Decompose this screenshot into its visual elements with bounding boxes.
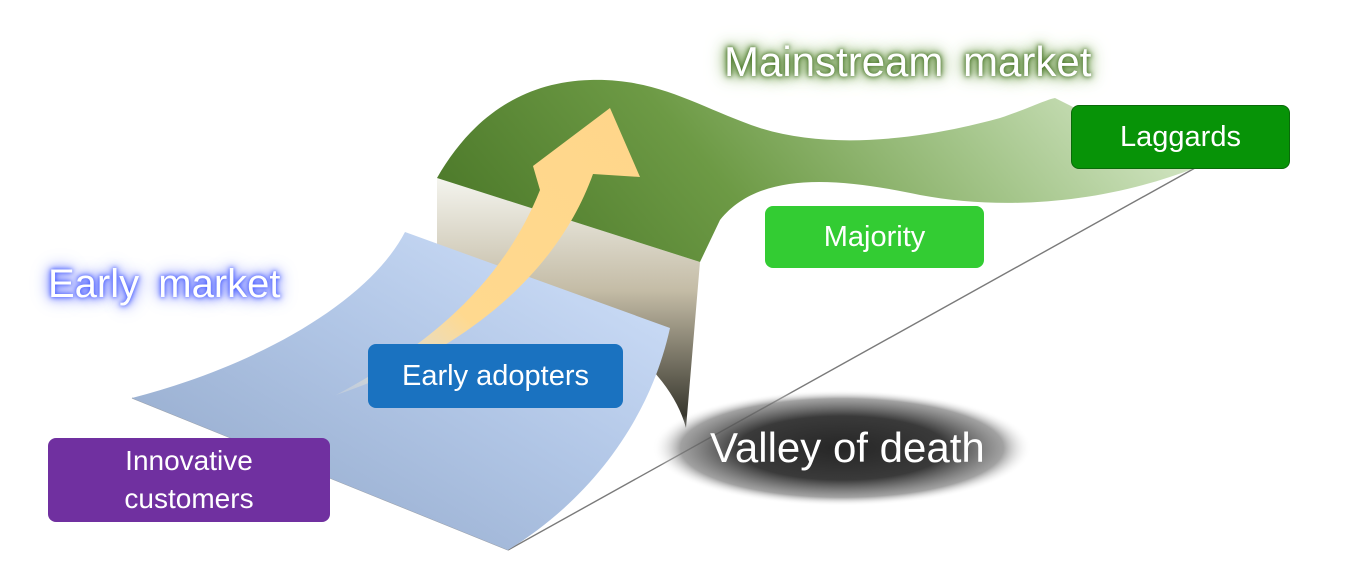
early-adopters-label: Early adopters bbox=[368, 344, 623, 408]
ground-line-front bbox=[507, 167, 1196, 551]
majority-label: Majority bbox=[765, 206, 984, 268]
mainstream-market-heading: Mainstream market bbox=[724, 38, 1092, 85]
innovative-customers-label: Innovative customers bbox=[48, 438, 330, 522]
mainstream-market-surface bbox=[437, 79, 1195, 262]
valley-of-death-shadow bbox=[652, 390, 1032, 506]
laggards-label: Laggards bbox=[1071, 105, 1290, 169]
early-market-heading: Early market bbox=[48, 262, 281, 306]
growth-arrow bbox=[336, 108, 640, 395]
valley-of-death-heading: Valley of death bbox=[710, 424, 985, 471]
